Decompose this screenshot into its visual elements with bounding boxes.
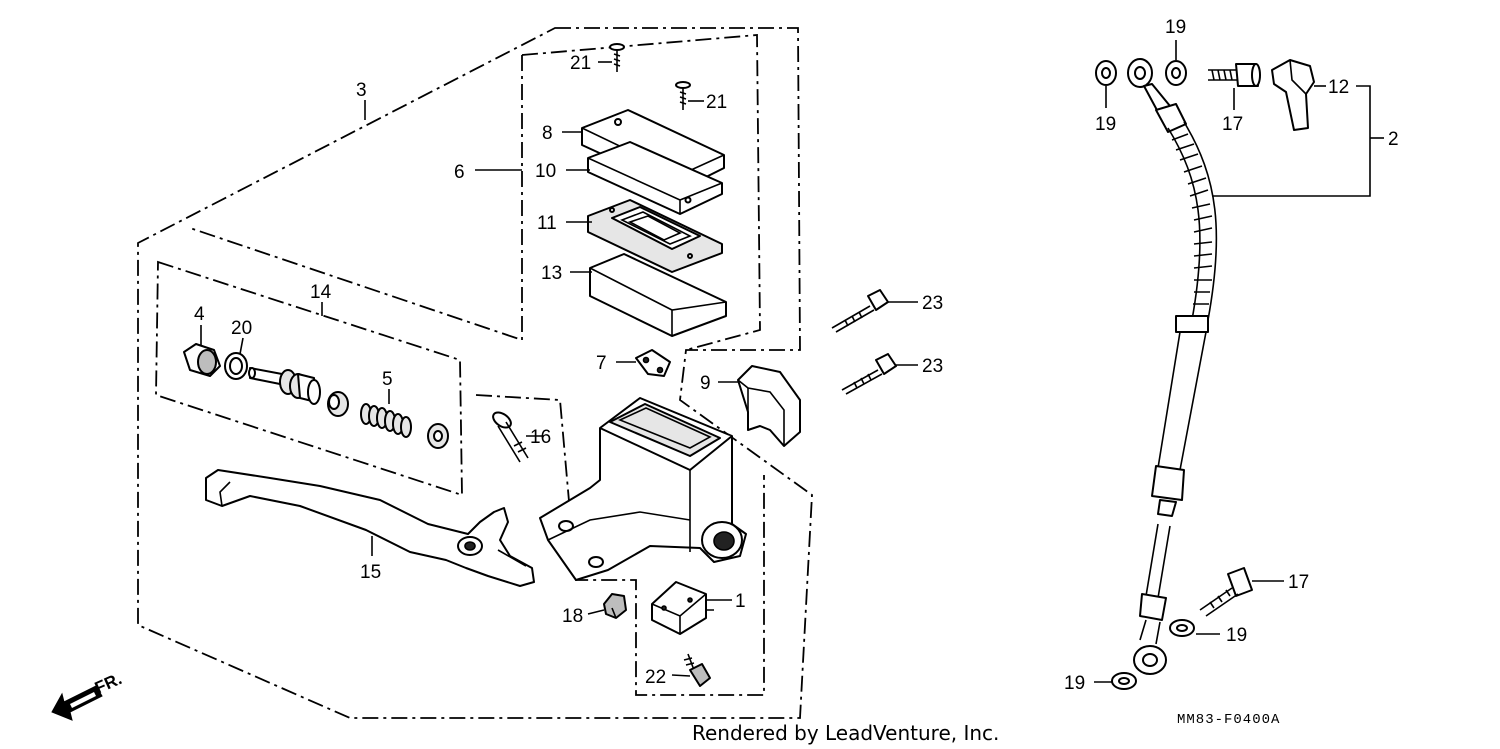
brake-lever-15 [205, 469, 535, 587]
callout-5: 5 [382, 369, 393, 390]
pivot-bolt-16 [492, 411, 529, 463]
callout-17-bottom: 17 [1288, 572, 1309, 593]
holder-9 [737, 365, 801, 447]
callout-16: 16 [530, 427, 551, 448]
washer-19-top-left [1095, 60, 1117, 86]
brake-switch-1 [651, 581, 714, 635]
front-direction-label: FR. [92, 669, 125, 697]
master-cylinder-body [539, 397, 747, 581]
washer-19-bottom-right [1169, 619, 1195, 637]
callout-labels: 3 6 21 21 8 10 11 13 7 9 23 23 16 14 4 2… [194, 17, 1399, 694]
brake-hose-2 [1095, 58, 1218, 675]
callout-1: 1 [735, 591, 746, 612]
boot-4 [183, 343, 221, 377]
piston [248, 367, 321, 405]
callout-14: 14 [310, 282, 332, 303]
parts [183, 43, 1315, 690]
primary-cup [327, 391, 349, 417]
boot-18 [603, 593, 627, 619]
float-13 [589, 253, 727, 337]
callout-2: 2 [1388, 129, 1399, 150]
screw-22 [683, 653, 711, 687]
callout-10: 10 [535, 161, 556, 182]
plate-10 [587, 141, 723, 215]
washer-19-bottom-left [1111, 672, 1137, 690]
callout-19-bottom-right: 19 [1226, 625, 1247, 646]
diagram-reference-code: MM83-F0400A [1177, 712, 1280, 728]
bolt-17-bottom [1199, 567, 1253, 617]
callout-20: 20 [231, 318, 252, 339]
callout-4: 4 [194, 304, 205, 325]
render-credit: Rendered by LeadVenture, Inc. [692, 721, 999, 745]
callout-7: 7 [596, 353, 607, 374]
screw-21-lower [675, 81, 691, 110]
callout-9: 9 [700, 373, 711, 394]
callout-8: 8 [542, 123, 553, 144]
callout-12: 12 [1328, 77, 1349, 98]
callout-17-top: 17 [1222, 114, 1243, 135]
callout-23-lower: 23 [922, 356, 943, 377]
callout-15: 15 [360, 562, 381, 583]
callout-19-top-left: 19 [1095, 114, 1116, 135]
circlip-20 [224, 352, 248, 380]
bolt-17-top [1208, 63, 1261, 87]
leader-lines [200, 40, 1384, 683]
callout-18: 18 [562, 606, 583, 627]
callout-22: 22 [645, 667, 666, 688]
stopper-plate-7 [635, 349, 671, 377]
front-direction-indicator: FR. [51, 669, 125, 721]
outline-switch-area [475, 394, 765, 696]
boot-12 [1271, 59, 1315, 131]
bolt-23-lower [841, 353, 897, 395]
callout-3: 3 [356, 80, 367, 101]
screw-21-upper [609, 43, 625, 72]
callout-21-upper: 21 [570, 53, 591, 74]
callout-19-top-right: 19 [1165, 17, 1186, 38]
callout-11: 11 [537, 213, 557, 234]
spring-5 [360, 403, 412, 438]
callout-19-bottom-left: 19 [1064, 673, 1085, 694]
callout-21-lower: 21 [706, 92, 727, 113]
washer-19-top-right [1165, 60, 1187, 86]
callout-6: 6 [454, 162, 465, 183]
callout-23-upper: 23 [922, 293, 943, 314]
callout-13: 13 [541, 263, 562, 284]
bolt-23-upper [831, 289, 889, 333]
spring-seat [427, 423, 449, 449]
diaphragm-11 [587, 199, 723, 273]
outline-piston-set-14 [155, 260, 463, 497]
outline-assembly-3 [137, 27, 813, 719]
assembly-outlines [137, 27, 813, 719]
